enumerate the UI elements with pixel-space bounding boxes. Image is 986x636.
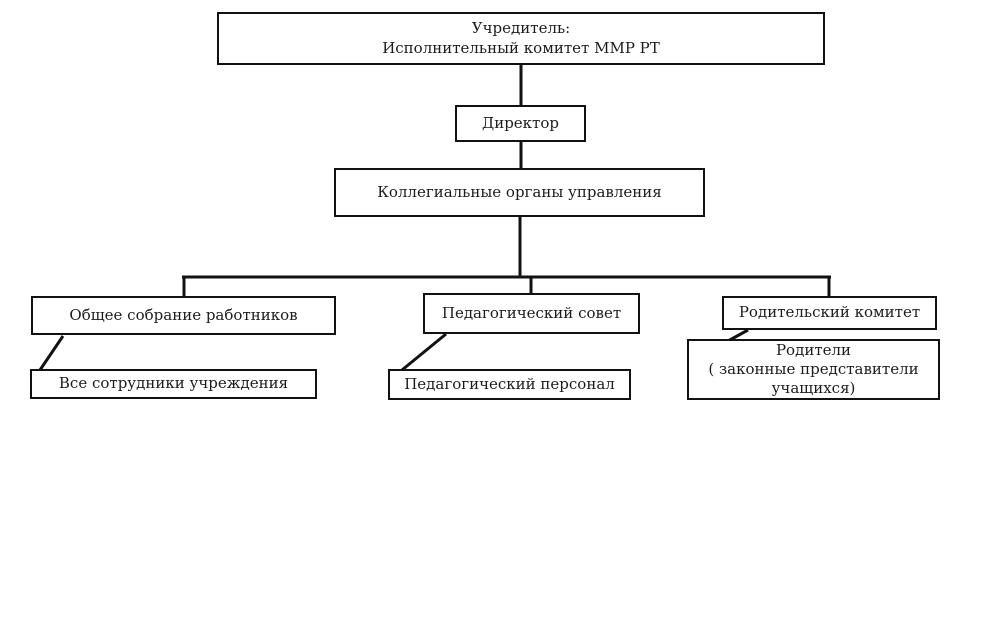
edge-general-meeting-all-staff [38, 335, 65, 371]
node-founder-label: Учредитель: Исполнительный комитет ММР Р… [382, 19, 660, 57]
node-director-label: Директор [482, 113, 559, 132]
node-director: Директор [455, 105, 586, 142]
node-parents-label: Родители ( законные представители учащих… [708, 340, 919, 398]
node-pedagogical-staff-label: Педагогический персонал [404, 374, 615, 393]
node-parents: Родители ( законные представители учащих… [687, 339, 940, 400]
node-general-meeting-label: Общее собрание работников [69, 305, 298, 324]
node-collegial-bodies: Коллегиальные органы управления [334, 168, 705, 217]
node-pedagogical-council: Педагогический совет [423, 293, 640, 334]
node-collegial-bodies-label: Коллегиальные органы управления [377, 182, 662, 201]
node-founder: Учредитель: Исполнительный комитет ММР Р… [217, 12, 825, 65]
node-parent-committee: Родительский комитет [722, 296, 937, 330]
node-pedagogical-council-label: Педагогический совет [441, 303, 622, 322]
node-parent-committee-label: Родительский комитет [738, 303, 921, 322]
edge-pedagogical-council-staff [401, 332, 447, 372]
node-general-meeting: Общее собрание работников [31, 296, 336, 335]
node-pedagogical-staff: Педагогический персонал [388, 369, 631, 400]
node-all-staff: Все сотрудники учреждения [30, 369, 317, 399]
node-all-staff-label: Все сотрудники учреждения [58, 374, 289, 393]
